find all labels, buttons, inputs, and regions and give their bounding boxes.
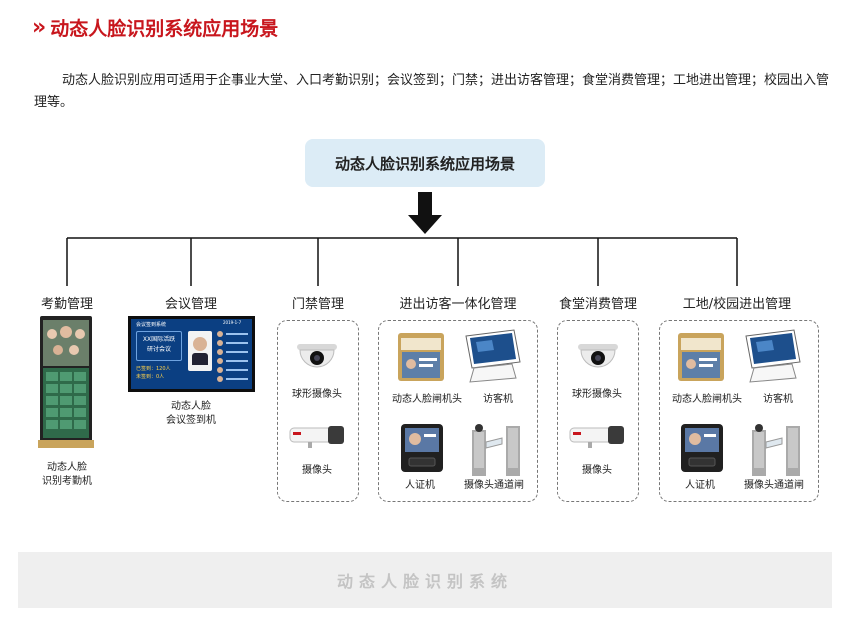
dome-camera-icon [297,344,337,368]
intro-paragraph: 动态人脸识别应用可适用于企事业大堂、入口考勤识别；会议签到；门禁；进出访客管理；… [34,73,830,110]
face-gate-head-icon [678,333,724,381]
attendance-kiosk [38,316,94,448]
section-heading: » 动态人脸识别系统应用场景 [32,14,278,41]
bullet-camera-icon [569,426,624,448]
dome-camera-icon [578,344,618,368]
canteen-group [557,320,639,502]
category-attendance: 考勤管理 [40,297,94,312]
category-visitor: 进出访客一体化管理 [399,297,517,312]
meeting-caption: 动态人脸 会议签到机 [166,401,216,426]
visitor-kiosk-icon [465,329,521,383]
id-verification-machine-icon [681,424,723,472]
footer-banner: 动态人脸识别系统 [18,552,832,608]
canteen-bullet-label: 摄像头 [582,465,612,476]
visitor-group [378,320,538,502]
site-turnstile-label: 摄像头通道闸 [744,480,804,491]
bullet-camera-icon [289,426,344,448]
face-gate-head-icon [398,333,444,381]
access-dome-label: 球形摄像头 [292,389,342,400]
access-bullet-label: 摄像头 [302,465,332,476]
site-group [659,320,819,502]
site-id-label: 人证机 [685,480,715,491]
visitor-kiosk-label: 访客机 [483,394,513,405]
category-access: 门禁管理 [291,297,345,312]
site-gate-head-label: 动态人脸闸机头 [672,394,742,405]
section-title: 动态人脸识别系统应用场景 [50,18,279,40]
visitor-turnstile-label: 摄像头通道闸 [464,480,524,491]
attendance-caption: 动态人脸 识别考勤机 [42,462,92,487]
access-group [277,320,359,502]
visitor-gate-head-label: 动态人脸闸机头 [392,394,462,405]
id-verification-machine-icon [401,424,443,472]
turnstile-icon [472,424,520,476]
meeting-signin-screen: 会议签到系统 XX国际活跃 研讨会议 已签到：120人 未签到：0人 2019-… [128,316,255,392]
visitor-kiosk-icon [745,329,801,383]
visitor-id-label: 人证机 [405,480,435,491]
root-node: 动态人脸识别系统应用场景 [305,139,545,187]
site-kiosk-label: 访客机 [763,394,793,405]
category-site: 工地/校园进出管理 [682,297,792,312]
turnstile-icon [752,424,800,476]
canteen-dome-label: 球形摄像头 [572,389,622,400]
down-arrow-icon [408,192,442,234]
category-canteen: 食堂消费管理 [558,297,638,312]
category-meeting: 会议管理 [164,297,218,312]
